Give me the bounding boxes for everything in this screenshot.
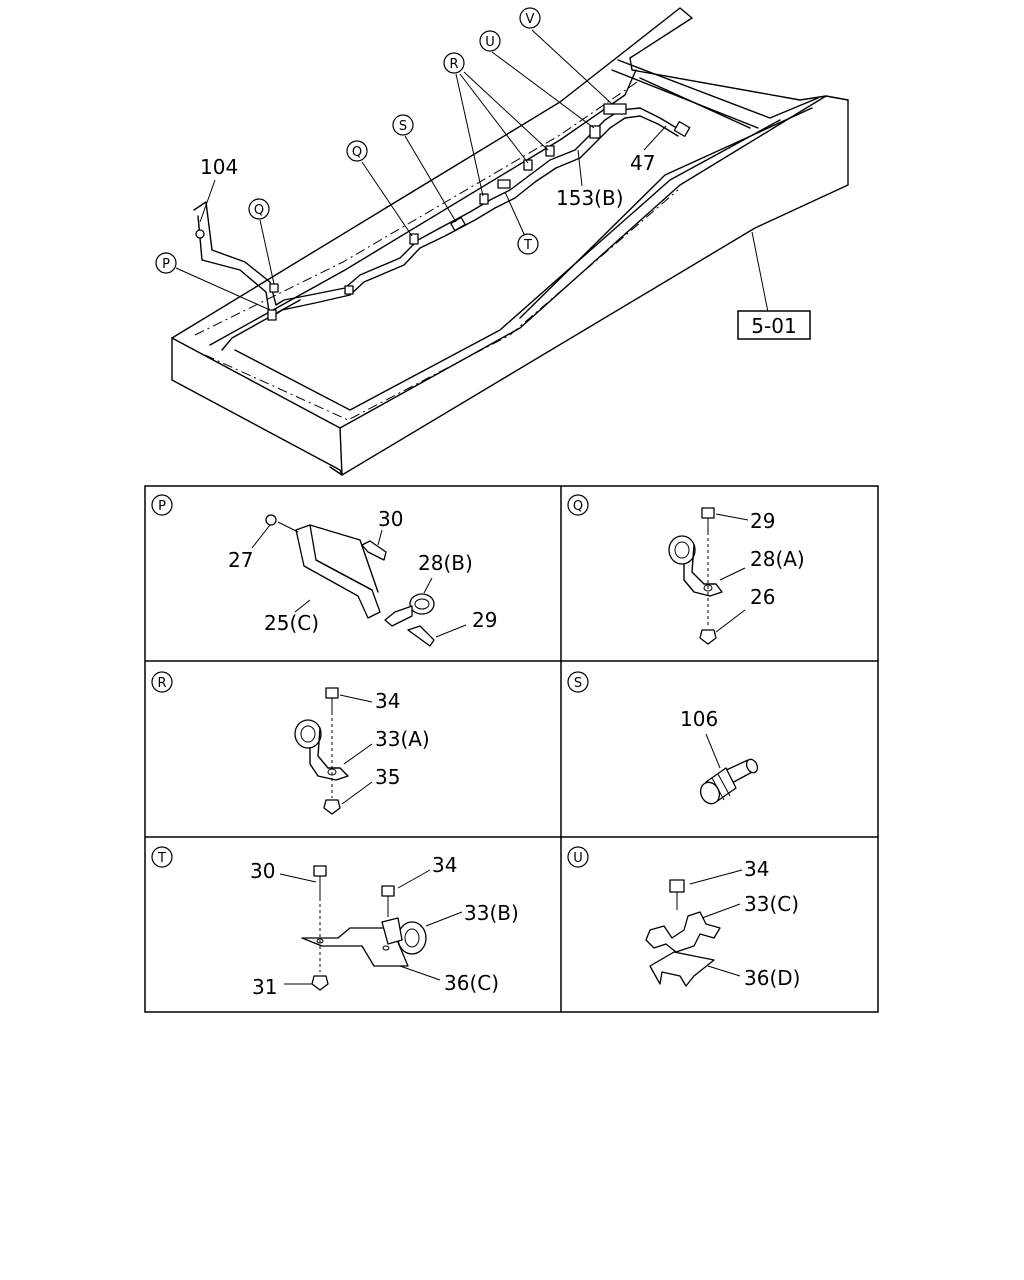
detail-r-callout: R [157,676,166,691]
reference-box-5-01: 5-01 [737,310,811,340]
callout-r-label: R [449,57,458,72]
detail-q-label-28a: 28(A) [750,547,805,571]
callout-s-circle: S [392,114,414,136]
detail-p-label-25c: 25(C) [264,611,319,635]
callout-q-circle-mid: Q [346,140,368,162]
detail-panel-p: P 27 30 28(B) 25(C) 29 [151,494,497,647]
detail-panel-q: Q 29 28(A) 26 [567,494,805,645]
overview-callouts: P Q Q R S T U V [155,7,541,274]
detail-panel-r: R 34 33(A) 35 [151,671,430,815]
detail-t-label-30: 30 [250,859,275,883]
callout-u-circle: U [479,30,501,52]
detail-u-label-36d: 36(D) [744,966,800,990]
detail-u-label-33c: 33(C) [744,892,799,916]
detail-t-label-33b: 33(B) [464,901,519,925]
detail-r-label-35: 35 [375,765,400,789]
part-label-104: 104 [200,155,238,179]
detail-q-label-26: 26 [750,585,775,609]
detail-p-label-30: 30 [378,507,403,531]
part-label-47: 47 [630,151,655,175]
detail-s-callout: S [574,676,582,691]
callout-v-label: V [526,12,535,27]
detail-s-label-106: 106 [680,707,718,731]
detail-u-callout: U [573,851,583,866]
detail-u-label-34: 34 [744,857,769,881]
callout-t-circle: T [517,233,539,255]
callout-r-circle: R [443,52,465,74]
callout-q-label-mid: Q [352,145,362,160]
callout-s-label: S [399,119,407,134]
part-label-153b: 153(B) [556,186,624,210]
detail-t-callout: T [157,851,166,866]
detail-r-label-33a: 33(A) [375,727,430,751]
detail-panel-t: T 30 34 33(B) 36(C) 31 [151,846,519,999]
detail-panel-s: S 106 [567,671,759,805]
detail-t-label-31: 31 [252,975,277,999]
callout-t-label: T [523,238,532,253]
fuel-pipe-153b [193,103,691,321]
detail-q-label-29: 29 [750,509,775,533]
callout-q-label-left: Q [254,203,264,218]
detail-p-label-28b: 28(B) [418,551,473,575]
callout-p-circle: P [155,252,177,274]
callout-q-circle-left: Q [248,198,270,220]
overview-leaders [175,29,769,313]
callout-v-circle: V [519,7,541,29]
detail-p-label-29: 29 [472,608,497,632]
detail-q-callout: Q [573,499,583,514]
callout-u-label: U [485,35,495,50]
frame-tray-drawing [171,7,849,476]
detail-p-callout: P [158,499,166,514]
detail-r-label-34: 34 [375,689,400,713]
detail-panel-u: U 34 33(C) 36(D) [567,846,800,990]
detail-grid [144,485,879,1013]
callout-p-label: P [162,257,170,272]
detail-t-label-36c: 36(C) [444,971,499,995]
reference-label: 5-01 [751,314,796,338]
detail-p-label-27: 27 [228,548,253,572]
detail-t-label-34: 34 [432,853,457,877]
